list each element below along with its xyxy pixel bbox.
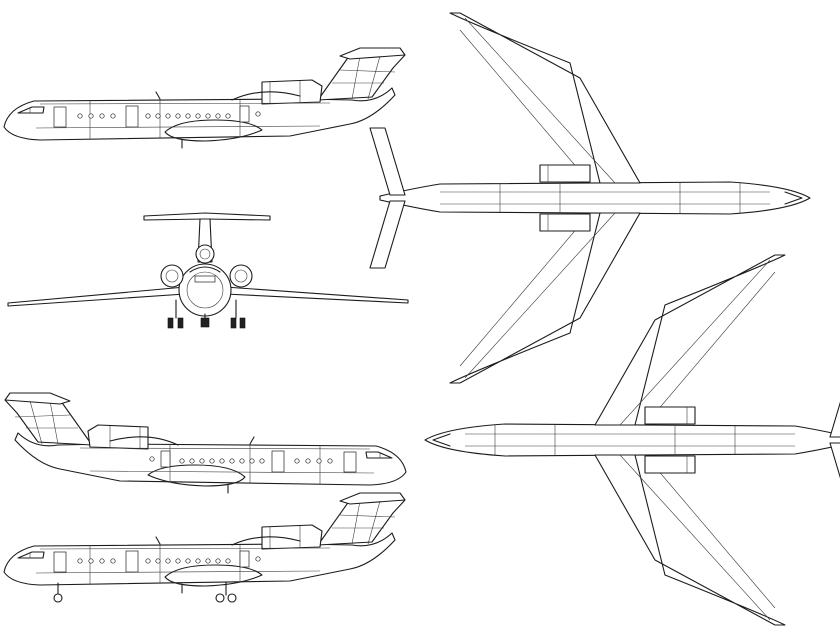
side-view-top: [3, 47, 406, 149]
front-view: [7, 212, 409, 329]
side-view-mirrored: [4, 392, 407, 494]
top-view: [369, 12, 811, 384]
side-view-gear-down: [3, 492, 406, 603]
bottom-view: [424, 254, 840, 626]
